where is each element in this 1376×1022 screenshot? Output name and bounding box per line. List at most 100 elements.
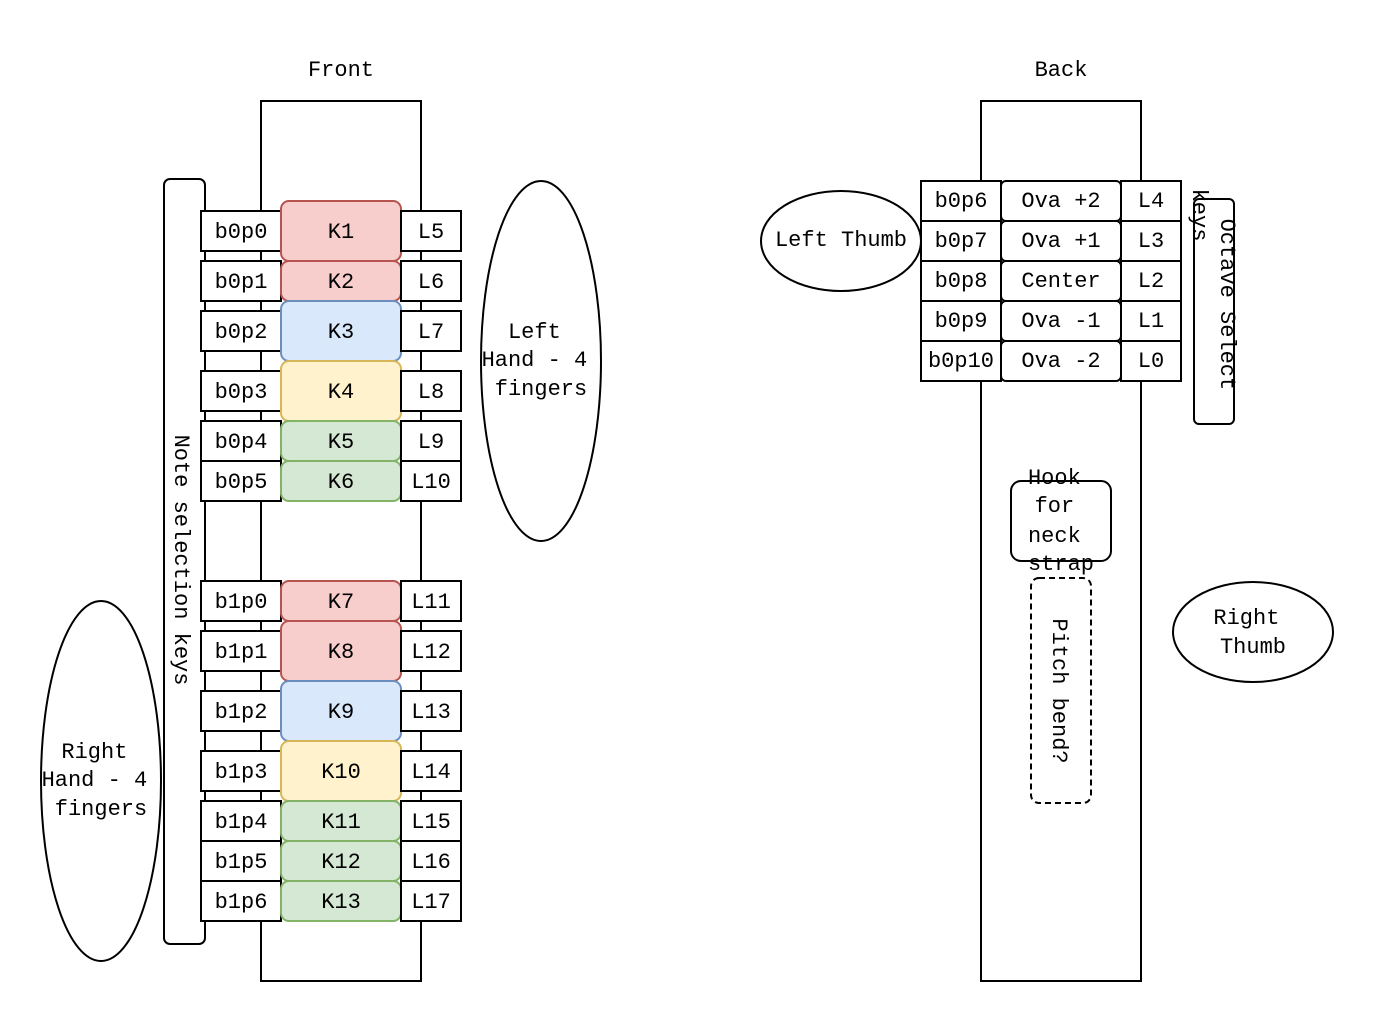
right-hand-line: Right — [61, 740, 127, 765]
led-label: L14 — [411, 760, 451, 785]
key-label: K1 — [328, 220, 354, 245]
key-label: K13 — [321, 890, 361, 915]
led-cell — [400, 840, 462, 882]
pin-cell — [200, 370, 282, 412]
led-label: L4 — [1138, 189, 1164, 214]
led-label: L3 — [1138, 229, 1164, 254]
pin-label: b0p4 — [215, 430, 268, 455]
led-label: L9 — [418, 430, 444, 455]
led-cell — [400, 460, 462, 502]
front-key-row: b0p3 K4 L8 — [200, 360, 462, 422]
right-hand-label: Right Hand - 4 fingers — [42, 740, 161, 822]
pin-label: b0p8 — [935, 269, 988, 294]
octave-key-label: Ova +1 — [1021, 229, 1100, 254]
led-label: L8 — [418, 380, 444, 405]
key-label: K7 — [328, 590, 354, 615]
key-label: K2 — [328, 270, 354, 295]
pin-label: b1p1 — [215, 640, 268, 665]
led-label: L5 — [418, 220, 444, 245]
octave-key-label: Center — [1021, 269, 1100, 294]
pin-cell — [200, 750, 282, 792]
led-label: L13 — [411, 700, 451, 725]
front-key-row: b1p3 K10 L14 — [200, 740, 462, 802]
pin-cell — [200, 630, 282, 672]
pin-cell — [200, 880, 282, 922]
hook-line: strap — [1028, 552, 1094, 577]
pin-label: b1p4 — [215, 810, 268, 835]
pin-label: b1p3 — [215, 760, 268, 785]
octave-key-label: Ova -1 — [1021, 309, 1100, 334]
led-label: L10 — [411, 470, 451, 495]
right-thumb-line: Thumb — [1220, 635, 1286, 660]
led-cell — [400, 690, 462, 732]
led-label: L16 — [411, 850, 451, 875]
right-hand-ellipse — [40, 600, 162, 962]
led-label: L12 — [411, 640, 451, 665]
left-thumb-label: Left Thumb — [775, 228, 907, 253]
pin-label: b0p3 — [215, 380, 268, 405]
right-hand-line: Hand - 4 — [42, 768, 148, 793]
led-cell — [400, 260, 462, 302]
pitch-bend-box — [1030, 577, 1092, 804]
left-hand-line: fingers — [495, 377, 587, 402]
pin-cell — [200, 840, 282, 882]
hook-label: Hook for neck strap — [1028, 466, 1094, 577]
led-cell — [400, 580, 462, 622]
led-cell — [1120, 300, 1182, 342]
key-label: K9 — [328, 700, 354, 725]
led-label: L15 — [411, 810, 451, 835]
led-label: L17 — [411, 890, 451, 915]
key-label: K6 — [328, 470, 354, 495]
key-label: K5 — [328, 430, 354, 455]
neck-strap-hook — [1010, 480, 1112, 562]
pin-label: b0p10 — [928, 349, 994, 374]
hook-line: neck — [1028, 524, 1081, 549]
octave-select-label: Octave Select keys — [1186, 189, 1239, 404]
key-label: K4 — [328, 380, 354, 405]
front-key-row: b1p1 K8 L12 — [200, 620, 462, 682]
key-label: K8 — [328, 640, 354, 665]
back-title: Back — [1035, 58, 1088, 83]
pin-label: b1p5 — [215, 850, 268, 875]
front-key-row: b1p4 K11 L15 — [200, 800, 462, 842]
pin-cell — [200, 690, 282, 732]
octave-select-line: keys — [1186, 189, 1211, 242]
pin-cell — [200, 460, 282, 502]
key-label: K11 — [321, 810, 361, 835]
led-label: L6 — [418, 270, 444, 295]
pin-label: b0p7 — [935, 229, 988, 254]
key-label: K3 — [328, 320, 354, 345]
left-hand-line: Hand - 4 — [482, 348, 588, 373]
led-cell — [400, 210, 462, 252]
pin-label: b1p6 — [215, 890, 268, 915]
key-label: K10 — [321, 760, 361, 785]
led-label: L2 — [1138, 269, 1164, 294]
led-label: L1 — [1138, 309, 1164, 334]
pin-cell — [920, 260, 1002, 302]
pin-cell — [200, 310, 282, 352]
octave-key-row: b0p9 Ova -1 L1 — [920, 300, 1182, 342]
octave-select-line: Octave Select — [1214, 219, 1239, 391]
octave-key-label: Ova +2 — [1021, 189, 1100, 214]
led-label: L11 — [411, 590, 451, 615]
led-label: L0 — [1138, 349, 1164, 374]
note-selection-bar — [163, 178, 206, 945]
led-cell — [400, 880, 462, 922]
pin-label: b0p9 — [935, 309, 988, 334]
pin-label: b0p1 — [215, 270, 268, 295]
right-thumb-line: Right — [1213, 606, 1279, 631]
led-cell — [400, 800, 462, 842]
left-hand-line: Left — [508, 320, 561, 345]
octave-key-row: b0p7 Ova +1 L3 — [920, 220, 1182, 262]
pin-cell — [200, 580, 282, 622]
led-cell — [400, 420, 462, 462]
